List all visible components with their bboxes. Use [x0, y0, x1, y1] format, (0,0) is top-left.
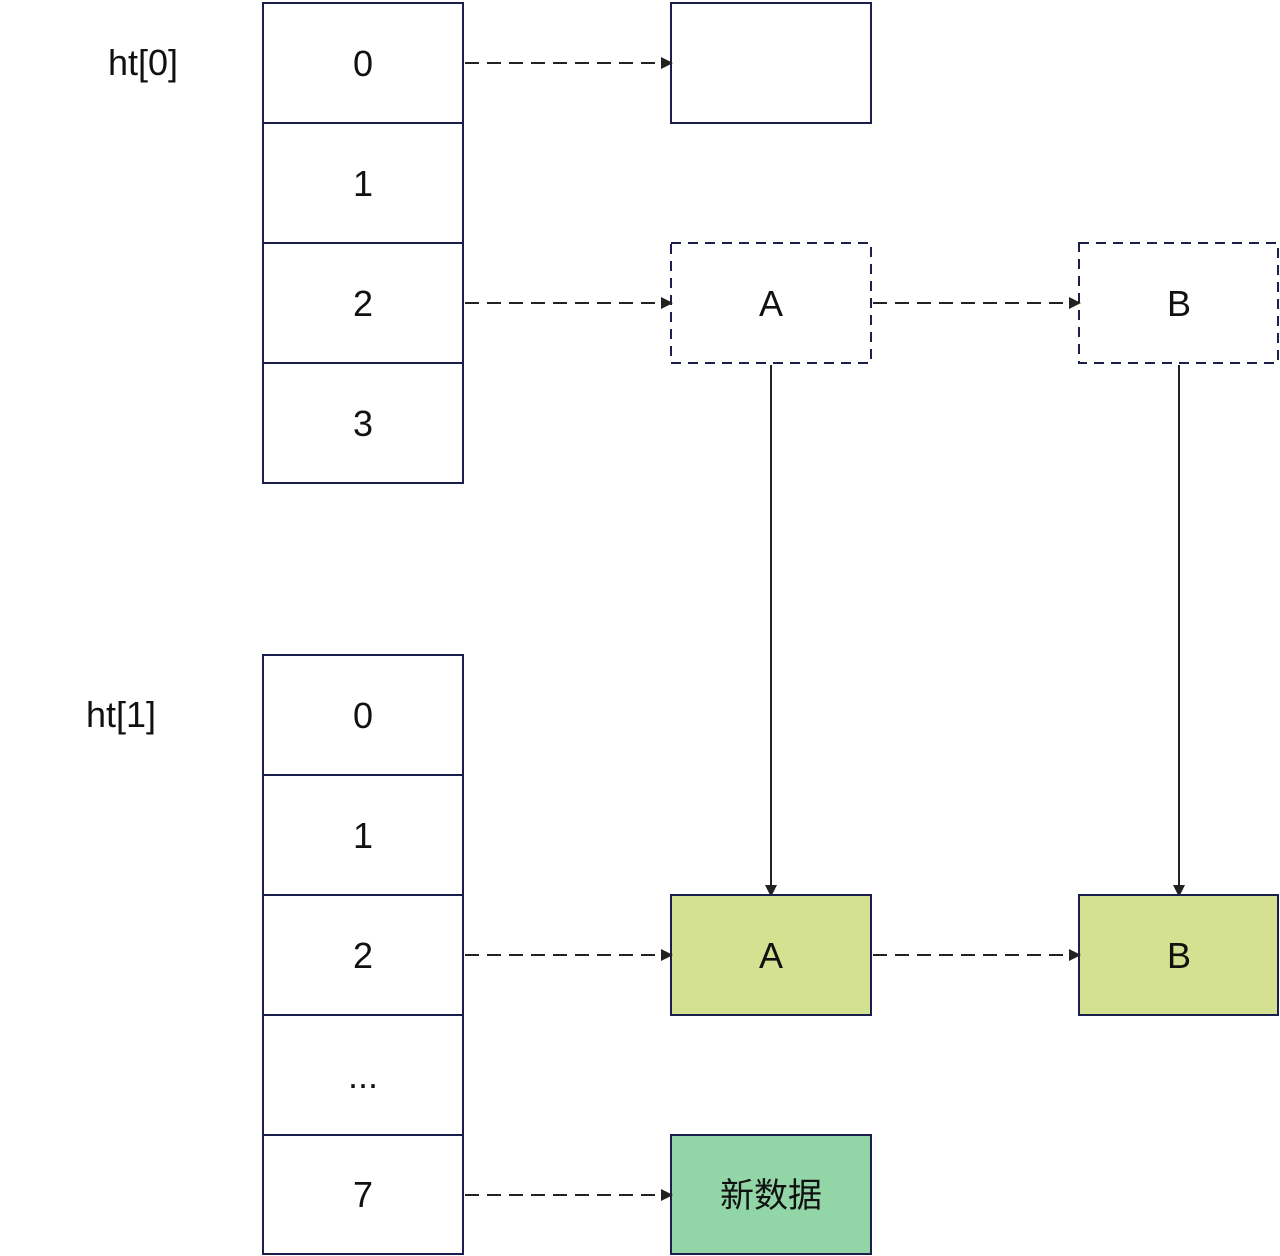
ht0-bucket-0-index: 0 [353, 43, 373, 84]
old-node-a [670, 242, 872, 364]
ht1-bucket-0-index: 0 [353, 695, 373, 736]
ht1-bucket-2 [262, 894, 464, 1016]
ht1-bucket-2-index: 2 [353, 935, 373, 976]
ht1-bucket-0 [262, 654, 464, 776]
old-node-a-label: A [759, 283, 783, 324]
new-node-b [1078, 894, 1279, 1016]
ht0-table: 0 1 2 3 [262, 2, 464, 484]
new-node-b-label: B [1167, 935, 1191, 976]
ht1-table: 0 1 2 ... 7 [262, 654, 464, 1255]
ht0-bucket-0 [262, 2, 464, 124]
ht0-bucket-1-index: 1 [353, 163, 373, 204]
new-node-a [670, 894, 872, 1016]
ht1-bucket-7 [262, 1134, 464, 1255]
new-data-node-label: 新数据 [720, 1176, 822, 1216]
ht1-bucket-ellipsis-index: ... [348, 1055, 378, 1096]
ht1-label: ht[1] [86, 694, 156, 735]
new-data-node [670, 1134, 872, 1255]
ht0-bucket-2 [262, 242, 464, 364]
ht1-bucket-1 [262, 774, 464, 896]
ht0-bucket-2-index: 2 [353, 283, 373, 324]
ht1-bucket-1-index: 1 [353, 815, 373, 856]
ht0-label: ht[0] [108, 42, 178, 83]
ht0-bucket-1 [262, 122, 464, 244]
ht0-empty-node [670, 2, 872, 124]
ht1-bucket-7-index: 7 [353, 1174, 373, 1215]
new-node-a-label: A [759, 935, 783, 976]
ht0-bucket-3 [262, 362, 464, 484]
old-node-b-label: B [1167, 283, 1191, 324]
ht0-bucket-3-index: 3 [353, 403, 373, 444]
